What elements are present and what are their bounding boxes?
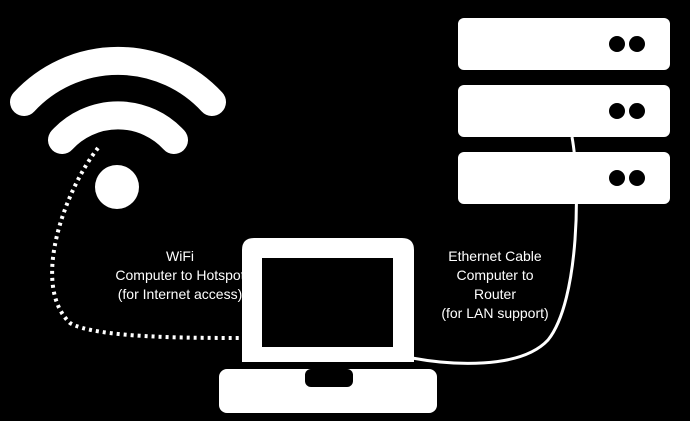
server-rack-icon [458,18,670,204]
laptop-base [219,369,437,413]
laptop-icon [219,238,437,413]
server-unit [458,85,670,137]
wifi-outer-arc [10,46,226,116]
wifi-middle-arc [48,101,188,154]
ethernet-cable-line [411,136,578,365]
wifi-dot [95,165,139,209]
laptop-trackpad-notch [305,369,353,387]
wifi-connection-line [50,146,245,340]
wifi-link-purpose: (for Internet access) [117,286,243,302]
laptop-screen [242,238,414,362]
wifi-link-label: WiFi Computer to Hotspot (for Internet a… [100,247,260,304]
wifi-link-title: WiFi [166,248,194,264]
ethernet-link-target: Router [473,286,517,302]
ethernet-link-purpose: (for LAN support) [441,305,549,321]
wifi-icon [10,46,226,209]
ethernet-link-description: Computer to [456,267,534,283]
server-unit [458,152,670,204]
ethernet-link-title: Ethernet Cable [448,248,542,264]
wifi-link-description: Computer to Hotspot [115,267,245,283]
ethernet-link-label: Ethernet Cable Computer to Router (for L… [415,247,575,323]
server-unit [458,18,670,70]
